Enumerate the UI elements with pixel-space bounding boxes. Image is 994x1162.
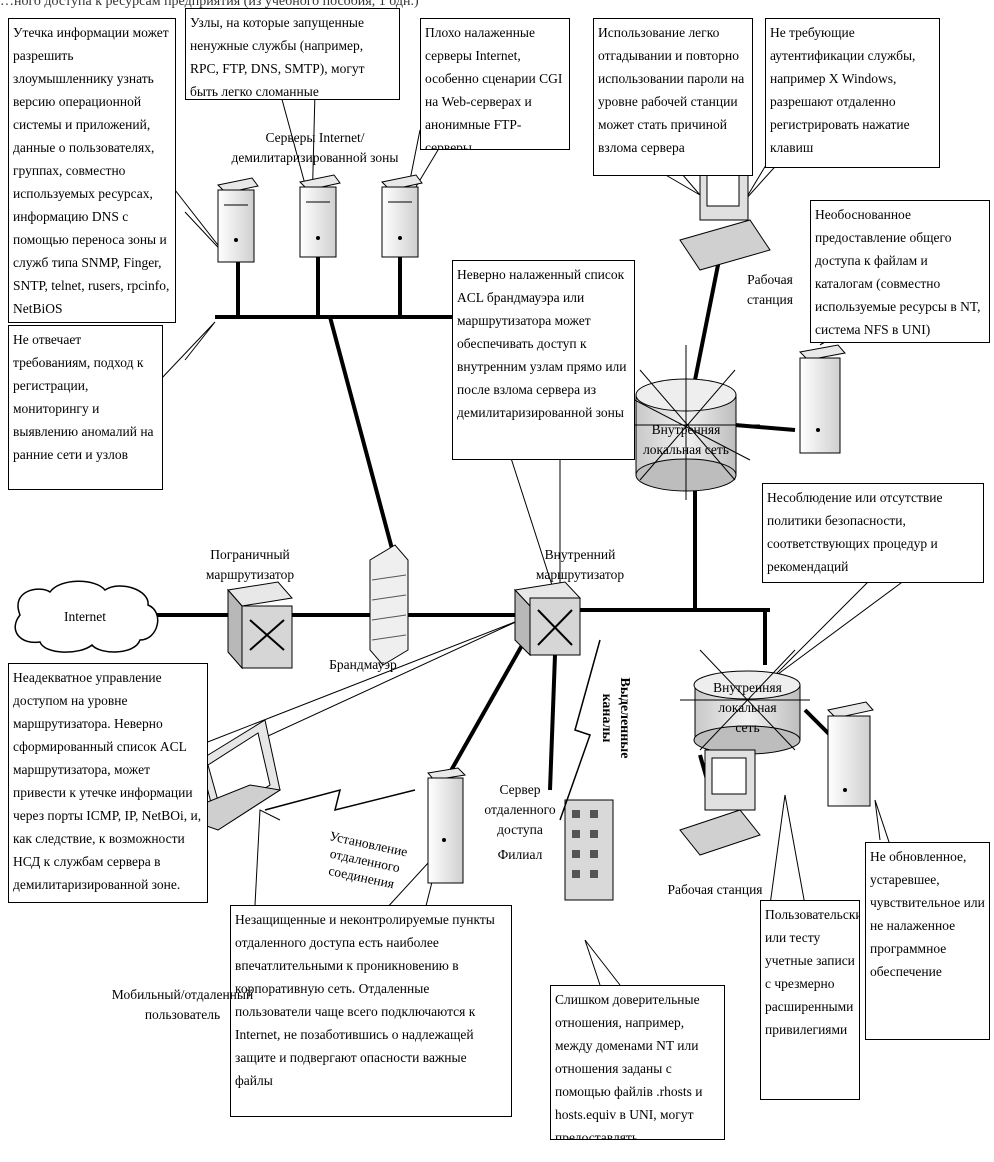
label-mobile-user: Мобильный/отдаленный пользователь <box>111 987 254 1022</box>
callout-passwords: Использование легко отгадывании и повтор… <box>593 18 753 176</box>
label-dmz-servers: Серверы Internet/ демилитаризированной з… <box>231 130 399 165</box>
callout-software: Не обновленное, устаревшее, чувствительн… <box>865 842 990 1040</box>
server-bottom-right-icon <box>826 701 874 807</box>
callout-bad-servers: Плохо налаженные серверы Internet, особе… <box>420 18 570 150</box>
remote-access-server-icon <box>427 767 467 884</box>
callout-trust: Слишком доверительные отношения, наприме… <box>550 985 725 1140</box>
label-branch: Филиал <box>497 847 543 862</box>
label-internet: Internet <box>64 609 106 624</box>
label-internal-router: Внутренний маршрутизатор <box>535 547 625 582</box>
callout-monitoring: Не отвечает требованиям, подход к регист… <box>8 325 163 490</box>
label-workstation-top: Рабочая станция <box>747 272 793 307</box>
branch-icon <box>564 799 614 901</box>
dmz-server-1-icon <box>216 177 259 263</box>
internal-lan-bottom-icon <box>680 649 810 755</box>
callout-xwindows: Не требующие аутентификации службы, напр… <box>765 18 940 168</box>
label-firewall: Брандмауэр <box>329 657 397 672</box>
firewall-icon <box>369 544 409 666</box>
internet-cloud-icon <box>14 580 159 653</box>
label-internal-lan-bottom: Внутренняя локальная сеть <box>713 680 782 735</box>
label-border-router: Пограничный маршрутизатор <box>205 547 295 582</box>
dmz-server-2-icon <box>298 174 341 258</box>
callout-file-sharing: Необоснованное предоставление общего дос… <box>810 200 990 343</box>
workstation-top-icon <box>679 159 771 271</box>
page-header: …ного доступа к ресурсам предприятия (из… <box>0 0 419 9</box>
border-router-icon <box>227 581 293 670</box>
label-remote-server: Сервер отдаленного доступа <box>484 782 556 837</box>
label-internal-lan-top: Внутренняя локальная сеть <box>643 422 729 457</box>
lightning-links <box>264 639 601 821</box>
label-dedicated-channels: Выделенные каналы <box>599 677 632 759</box>
callout-unneeded-services: Узлы, на которые запущенные ненужные слу… <box>185 8 400 100</box>
callout-info-leak: Утечка информации может разрешить злоумы… <box>8 18 176 323</box>
callout-router-access: Неадекватное управление доступом на уров… <box>8 663 208 903</box>
callout-acl: Неверно налаженный список ACL брандмауэр… <box>452 260 635 460</box>
network-links <box>150 254 837 791</box>
file-server-icon <box>798 344 846 454</box>
internal-router-icon <box>513 581 582 657</box>
workstation-bottom-icon <box>679 749 761 856</box>
label-workstation-bottom: Рабочая станция <box>667 882 763 897</box>
callout-policy: Несоблюдение или отсутствие политики без… <box>762 483 984 583</box>
callout-remote-points: Незащищенные и неконтролируемые пункты о… <box>230 905 512 1117</box>
internal-lan-top-icon <box>620 345 760 500</box>
dmz-server-3-icon <box>380 174 423 258</box>
callout-accounts: Пользовательские или тесту учетные запис… <box>760 900 860 1100</box>
laptop-icon <box>173 719 282 831</box>
